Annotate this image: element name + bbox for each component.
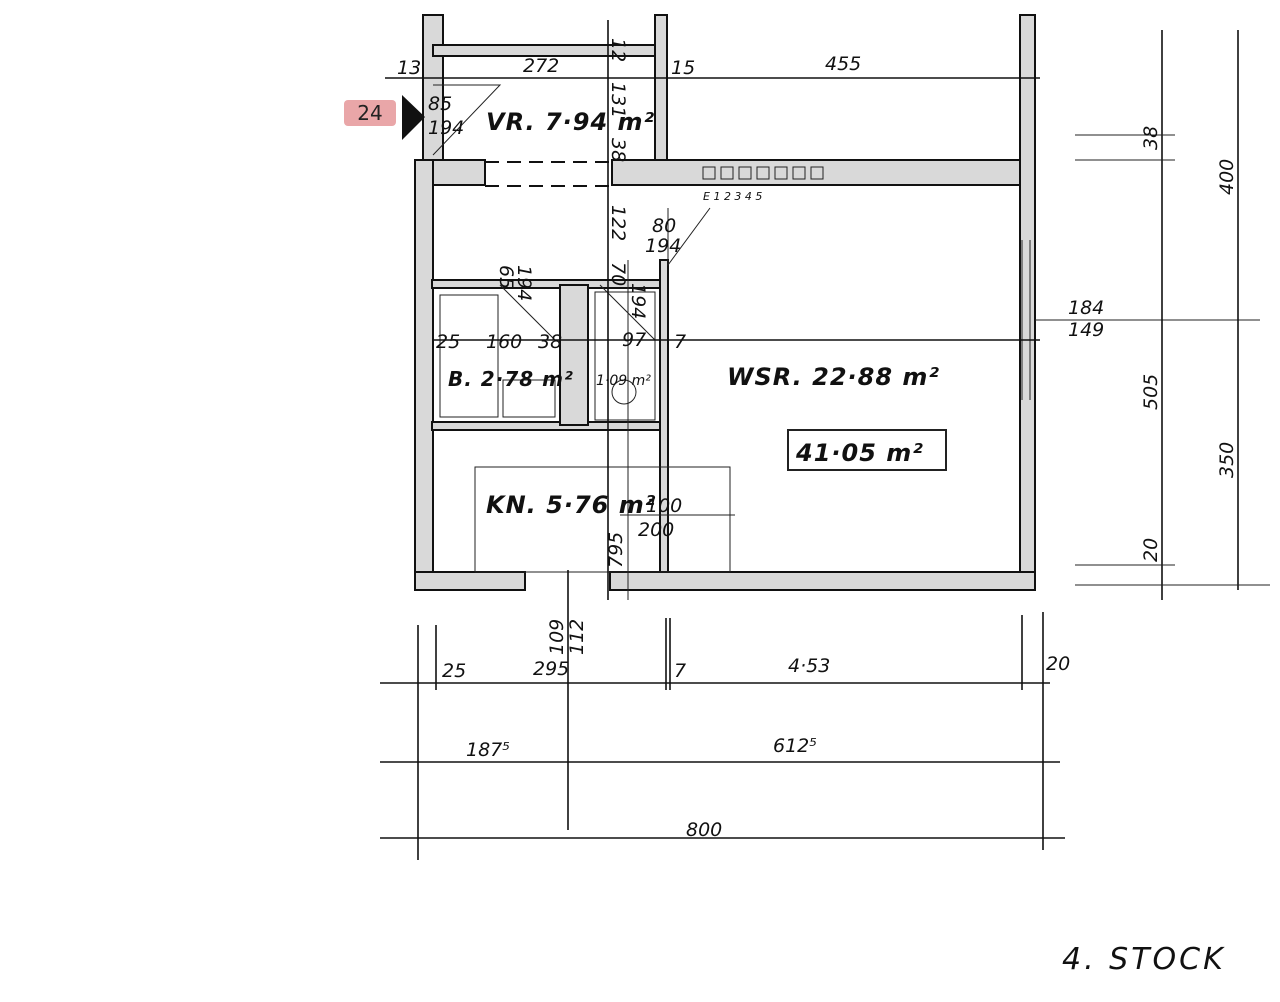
dim: 184 [1068, 297, 1104, 319]
dim: 15 [671, 57, 695, 79]
dim: 160 [486, 331, 522, 353]
room-label-vr: VR. 7·94 m² [486, 108, 655, 136]
dim: 122 [607, 205, 629, 241]
dim: 455 [825, 53, 861, 75]
floor-label: 4. STOCK [1062, 942, 1226, 977]
dim: 20 [1140, 538, 1162, 562]
dim: 65 [495, 265, 517, 289]
dim: 12 [607, 38, 629, 62]
dim: 25 [442, 660, 466, 682]
dim: 70 [607, 262, 629, 286]
dim: 112 [566, 619, 588, 655]
dim: 795 [605, 532, 627, 568]
room-label-wc: 1·09 m² [596, 373, 651, 389]
dim: 194 [645, 235, 681, 257]
dimension-lines [380, 20, 1270, 860]
dim: 131 [607, 82, 629, 118]
dim: 85 [428, 93, 452, 115]
dim: 7 [674, 331, 686, 353]
dim: 13 [397, 57, 421, 79]
dim: 109 [546, 619, 568, 655]
dim: 400 [1216, 159, 1238, 195]
dim: 38 [538, 331, 562, 353]
total-area-label: 41·05 m² [795, 439, 924, 467]
dim: 194 [428, 117, 464, 139]
dim: 100 [646, 495, 682, 517]
dim: 20 [1046, 653, 1070, 675]
dim: 272 [523, 55, 559, 77]
dim: 38 [607, 138, 629, 162]
vent-row [702, 166, 824, 180]
dim: 97 [622, 329, 646, 351]
dim: 350 [1216, 442, 1238, 478]
dim: 38 [1140, 126, 1162, 150]
dim: 187⁵ [466, 739, 510, 761]
dimension-labels: 13 272 15 455 12 131 85 194 38 122 80 19… [397, 38, 1238, 841]
dim: 80 [652, 215, 676, 237]
dim: 194 [513, 265, 535, 301]
vent-labels: E 1 2 3 4 5 [703, 190, 762, 203]
dim: 25 [436, 331, 460, 353]
room-label-bath: B. 2·78 m² [448, 367, 574, 391]
dim: 200 [638, 519, 674, 541]
dim: 7 [674, 660, 686, 682]
dim: 505 [1140, 374, 1162, 410]
dim: 612⁵ [773, 735, 817, 757]
entrance-arrow-icon [402, 95, 425, 140]
dim: 800 [686, 819, 722, 841]
unit-marker-badge: 24 [344, 100, 396, 126]
dim: 149 [1068, 319, 1104, 341]
dim: 194 [627, 283, 649, 319]
dim: 4·53 [788, 655, 830, 677]
room-label-wsr: WSR. 22·88 m² [727, 363, 940, 391]
room-label-kitchen: KN. 5·76 m² [486, 491, 656, 519]
dim: 295 [533, 658, 569, 680]
